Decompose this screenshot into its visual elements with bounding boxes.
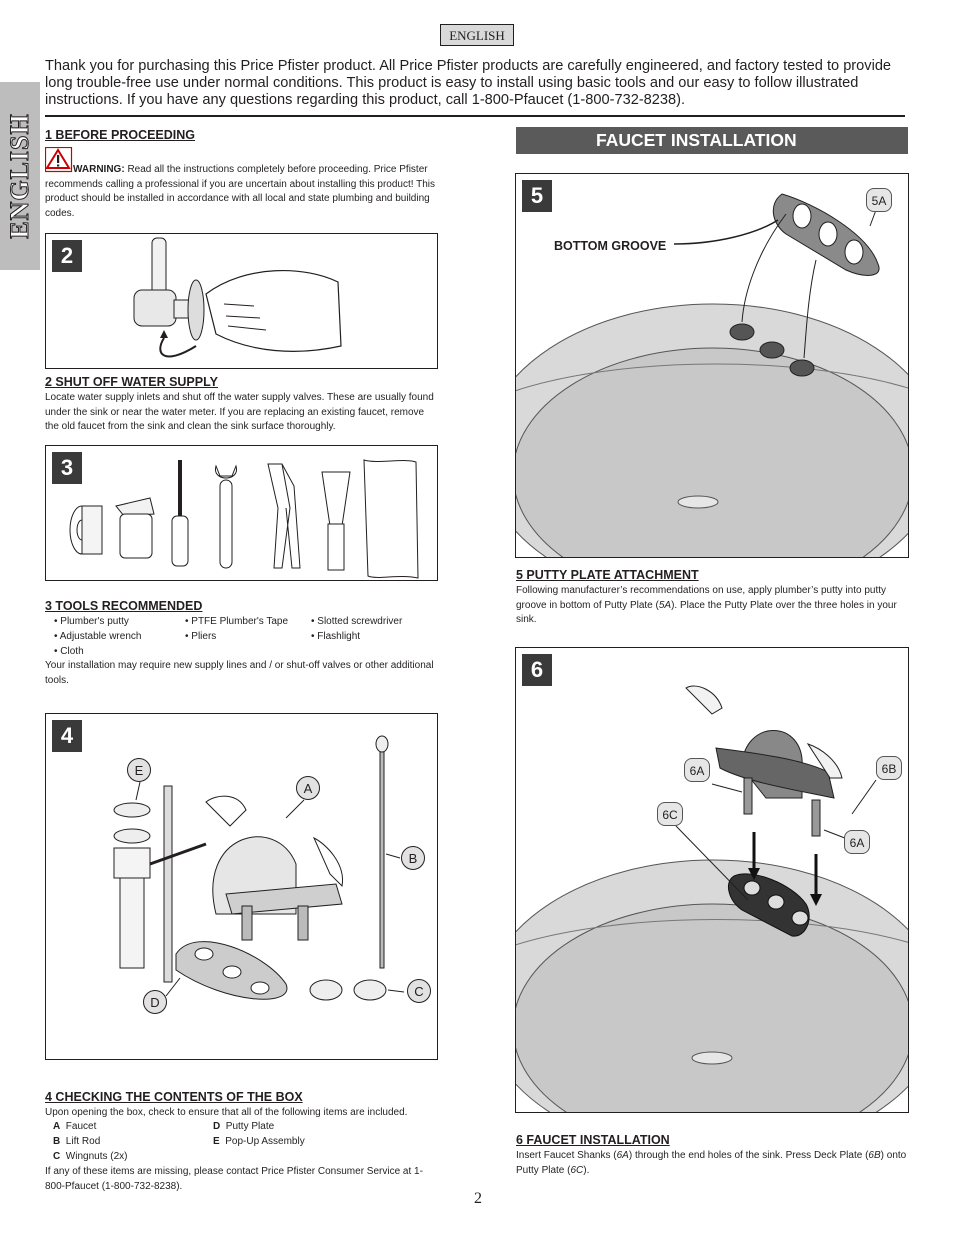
section-6-text-1: Insert Faucet Shanks ( (516, 1150, 617, 1161)
item-b: B Lift Rod (53, 1135, 100, 1150)
item-a: A Faucet (53, 1120, 96, 1135)
callout-b: B (401, 846, 425, 870)
language-side-tab: ENGLISH (0, 82, 40, 270)
item-d: D Putty Plate (213, 1120, 274, 1135)
item-c-name: Wingnuts (2x) (65, 1151, 128, 1162)
step-2-illustration: 2 (45, 233, 438, 369)
item-a-letter: A (53, 1121, 61, 1132)
item-a-name: Faucet (65, 1121, 97, 1132)
box-contents-illustration (113, 735, 405, 1001)
section-3-note: Your installation may require new supply… (45, 660, 434, 686)
section-3-title: 3 TOOLS RECOMMENDED (45, 599, 203, 613)
section-6-ref-1: 6A (616, 1150, 629, 1161)
section-5-text-b: ). Place the Putty Plate over the three … (516, 599, 897, 626)
step-5-illustration: 5 5A BOTTOM GROOVE (515, 173, 909, 558)
step-3-number: 3 (52, 452, 82, 484)
section-1-title: 1 BEFORE PROCEEDING (45, 128, 196, 142)
language-label: ENGLISH (440, 24, 514, 46)
section-6-text-3: ) onto Putty Plate ( (516, 1150, 907, 1176)
putty-plate-illustration (516, 193, 908, 557)
section-6-title: 6 FAUCET INSTALLATION (516, 1133, 670, 1147)
header-divider (45, 115, 905, 117)
section-5-title: 5 PUTTY PLATE ATTACHMENT (516, 568, 699, 582)
section-2-text: Locate water supply inlets and shut off … (45, 392, 434, 433)
bottom-groove-label: BOTTOM GROOVE (554, 239, 667, 253)
step-6-illustration: 6 6A 6B 6C 6A (515, 647, 909, 1113)
tool-item: • Adjustable wrench (54, 631, 142, 642)
item-b-letter: B (53, 1136, 61, 1147)
warning-icon (45, 147, 73, 173)
callout-a: A (296, 776, 320, 800)
section-4-missing: If any of these items are missing, pleas… (45, 1166, 423, 1192)
callout-5a: 5A (866, 188, 892, 212)
item-b-name: Lift Rod (65, 1136, 101, 1147)
section-2-title: 2 SHUT OFF WATER SUPPLY (45, 375, 218, 389)
item-c: C Wingnuts (2x) (53, 1150, 127, 1165)
section-5-text-a: Following manufacturer’s recommendations… (516, 585, 887, 611)
item-d-name: Putty Plate (225, 1121, 275, 1132)
step-6-number: 6 (522, 654, 552, 686)
step-4-number: 4 (52, 720, 82, 752)
callout-6a-top: 6A (684, 758, 710, 782)
callout-e: E (127, 758, 151, 782)
section-6-text: Insert Faucet Shanks (6A) through the en… (516, 1149, 909, 1178)
item-e-letter: E (213, 1136, 220, 1147)
tool-item: • Slotted screwdriver (311, 616, 403, 627)
item-e: E Pop-Up Assembly (213, 1135, 305, 1150)
step-2-number: 2 (52, 240, 82, 272)
callout-6c: 6C (657, 802, 683, 826)
callout-c: C (407, 979, 431, 1003)
tool-item: • Flashlight (311, 631, 361, 642)
tool-item: • PTFE Plumber's Tape (185, 616, 289, 627)
side-tab-label: ENGLISH (5, 113, 35, 240)
warning-label: WARNING: (73, 164, 125, 175)
tools-illustration (69, 459, 419, 579)
section-6-text-4: ). (583, 1164, 590, 1176)
faucet-install-illustration (516, 685, 908, 1112)
section-1-text: WARNING: Read all the instructions compl… (45, 163, 438, 221)
callout-d: D (143, 990, 167, 1014)
faucet-installation-title: FAUCET INSTALLATION (516, 127, 908, 154)
page-number: 2 (474, 1190, 482, 1207)
section-5-text: Following manufacturer’s recommendations… (516, 584, 909, 628)
step-5-number: 5 (522, 180, 552, 212)
section-6-ref-3: 6C (570, 1164, 584, 1176)
callout-6a-bottom: 6A (844, 830, 870, 854)
section-4-intro: Upon opening the box, check to ensure th… (45, 1107, 408, 1118)
tool-item: • Cloth (54, 646, 84, 657)
tool-item: • Pliers (185, 631, 217, 642)
item-c-letter: C (53, 1151, 61, 1162)
section-6-ref-2: 6B (868, 1150, 881, 1161)
step-4-illustration: 4 E A B C D (45, 713, 438, 1060)
section-4-title: 4 CHECKING THE CONTENTS OF THE BOX (45, 1090, 303, 1104)
callout-6b: 6B (876, 756, 902, 780)
item-e-name: Pop-Up Assembly (225, 1136, 305, 1147)
warning-text: Read all the instructions completely bef… (45, 164, 436, 219)
section-6-text-2: ) through the end holes of the sink. Pre… (628, 1150, 869, 1161)
intro-paragraph: Thank you for purchasing this Price Pfis… (45, 58, 892, 108)
item-d-letter: D (213, 1121, 221, 1132)
shutoff-valve-illustration (133, 237, 342, 358)
section-5-ref: 5A (658, 599, 672, 611)
tool-item: • Plumber's putty (54, 616, 129, 627)
step-3-illustration: 3 (45, 445, 438, 581)
